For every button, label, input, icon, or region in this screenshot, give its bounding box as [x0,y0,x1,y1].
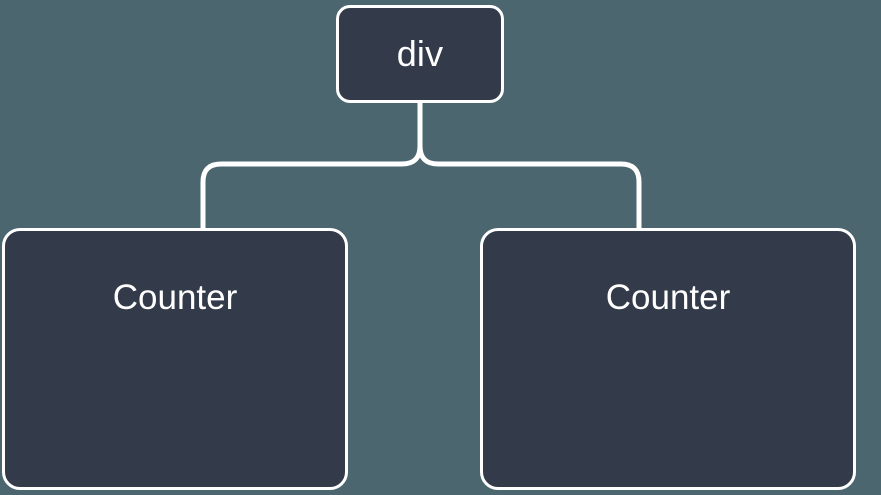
node-div[interactable]: div [336,5,504,103]
node-div-label: div [396,33,444,74]
node-counter-left[interactable]: Counter count 0 [2,228,348,490]
node-counter-left-title: Counter [112,278,238,317]
node-counter-right-title: Counter [605,278,731,317]
edge-div-to-counters [200,143,642,228]
node-counter-right[interactable]: Counter count 1 [480,228,856,490]
